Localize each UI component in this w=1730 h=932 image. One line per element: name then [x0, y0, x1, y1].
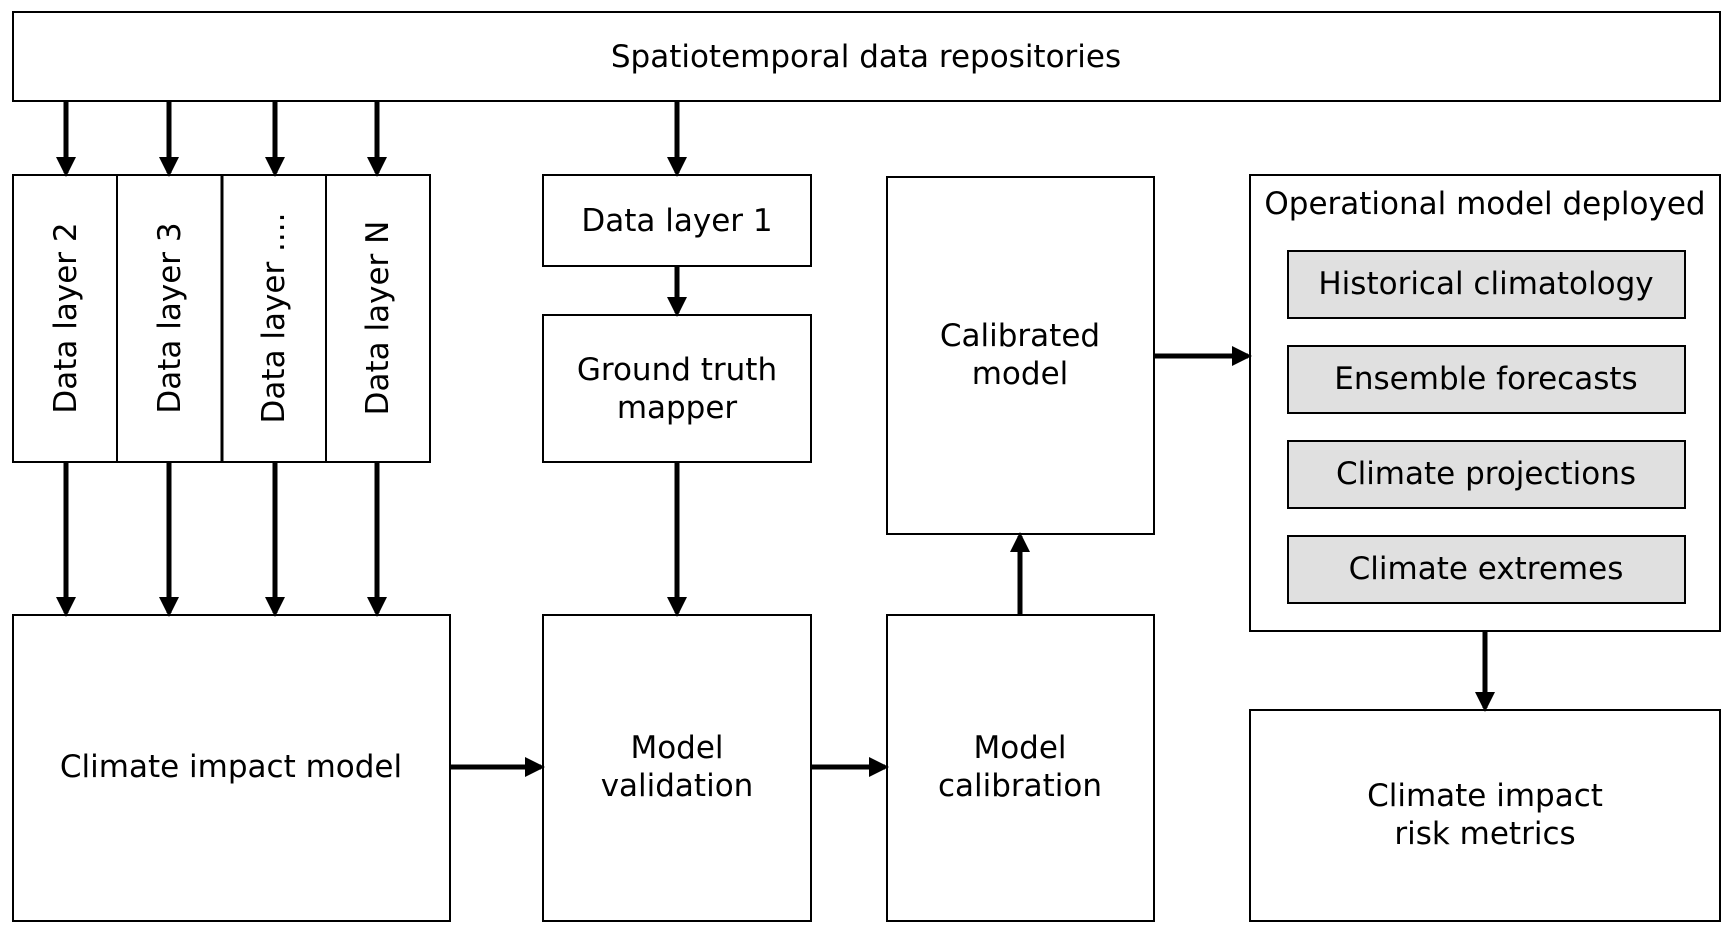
model-validation-label-line1: Model: [630, 730, 723, 766]
model-calibration-node: Model calibration: [886, 614, 1155, 922]
data-layer-1-label: Data layer 1: [581, 203, 772, 239]
data-layer-2-label: Data layer 2: [48, 222, 84, 413]
ensemble-forecasts-box: [1287, 345, 1686, 414]
climate-extremes-box: [1287, 535, 1686, 604]
data-layer-3-label: Data layer 3: [152, 222, 188, 413]
operational-model-node: Operational model deployed Historical cl…: [1249, 174, 1721, 632]
calibrated-model-node: Calibrated model: [886, 176, 1155, 535]
historical-climatology-label: Historical climatology: [1318, 266, 1653, 302]
climate-projections-label: Climate projections: [1336, 456, 1636, 492]
repositories-node: Spatiotemporal data repositories: [12, 11, 1721, 102]
arrows-group: [56, 101, 1495, 777]
operational-label: Operational model deployed: [1264, 186, 1705, 222]
climate-extremes-label: Climate extremes: [1349, 551, 1624, 587]
ground-truth-label-line2: mapper: [617, 390, 738, 426]
risk-metrics-label-line2: risk metrics: [1394, 816, 1575, 852]
model-validation-label-line2: validation: [601, 768, 754, 804]
ground-truth-label-line1: Ground truth: [577, 352, 777, 388]
model-validation-node: Model validation: [542, 614, 812, 922]
climate-projections-box: [1287, 440, 1686, 509]
calibrated-label-line1: Calibrated: [940, 318, 1100, 354]
repositories-label: Spatiotemporal data repositories: [611, 39, 1121, 75]
calibrated-label-line2: model: [972, 356, 1069, 392]
historical-climatology-box: [1287, 250, 1686, 319]
data-layers-group: Data layer 2 Data layer 3 Data layer ...…: [12, 174, 431, 463]
data-layer-dots-label: Data layer ....: [256, 213, 292, 424]
climate-impact-model-label: Climate impact model: [60, 749, 402, 785]
climate-impact-model-node: Climate impact model: [12, 614, 451, 922]
ensemble-forecasts-label: Ensemble forecasts: [1334, 361, 1637, 397]
model-calibration-label-line2: calibration: [938, 768, 1102, 804]
ground-truth-mapper-node: Ground truth mapper: [542, 314, 812, 463]
data-layer-n-label: Data layer N: [360, 221, 396, 416]
data-layer-1-node: Data layer 1: [542, 174, 812, 267]
risk-metrics-node: Climate impact risk metrics: [1249, 709, 1721, 922]
model-calibration-label-line1: Model: [973, 730, 1066, 766]
risk-metrics-label-line1: Climate impact: [1367, 778, 1603, 814]
